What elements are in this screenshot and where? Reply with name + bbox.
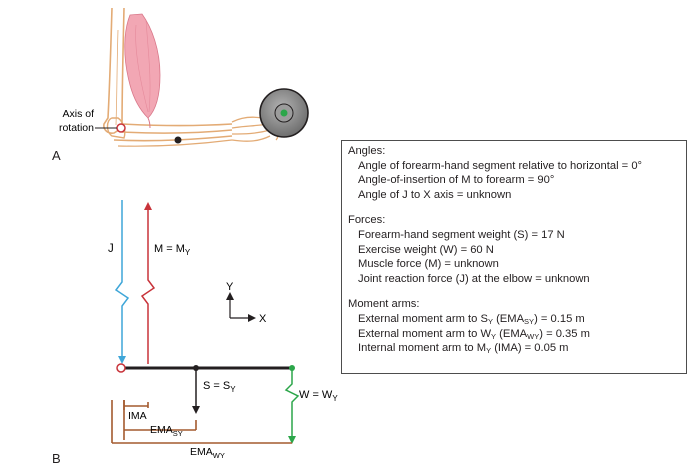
forces-line: Exercise weight (W) = 60 N bbox=[358, 243, 494, 256]
arm-illustration bbox=[95, 7, 309, 147]
ema-sy-label: EMASY bbox=[150, 424, 183, 438]
s-label: S = SY bbox=[203, 380, 236, 394]
moment-arm-brackets bbox=[111, 400, 292, 444]
muscle-force-arrow bbox=[140, 202, 156, 364]
axis-of-rotation-marker bbox=[116, 123, 126, 133]
segment-cg-dot bbox=[193, 365, 199, 371]
x-axis-label: X bbox=[259, 313, 267, 325]
ema-wy-label: EMAWY bbox=[190, 446, 225, 460]
axis-label-line1: Axis of bbox=[62, 108, 94, 120]
j-label: J bbox=[108, 243, 114, 255]
angles-line: Angle of forearm-hand segment relative t… bbox=[358, 159, 643, 172]
joint-circle bbox=[116, 363, 126, 373]
ima-bracket bbox=[123, 400, 149, 410]
moment-arm-line: External moment arm to WY (EMAWY) = 0.35… bbox=[358, 327, 590, 341]
ulna-bone bbox=[113, 135, 233, 142]
axis-label-line2: rotation bbox=[59, 122, 94, 134]
radius-bone bbox=[121, 123, 233, 127]
panel-label-b: B bbox=[52, 451, 61, 466]
moment-arm-line: External moment arm to SY (EMASY) = 0.15… bbox=[358, 312, 585, 326]
forces-line: Forearm-hand segment weight (S) = 17 N bbox=[358, 228, 565, 241]
joint-reaction-arrow bbox=[114, 200, 130, 364]
w-label: W = WY bbox=[299, 389, 338, 403]
center-of-mass-dot bbox=[174, 136, 182, 144]
forces-title: Forces: bbox=[348, 214, 386, 227]
exercise-weight-arrow bbox=[284, 370, 300, 444]
angles-line: Angle of J to X axis = unknown bbox=[358, 188, 512, 201]
ema-wy-bracket bbox=[111, 400, 292, 444]
forces-line: Muscle force (M) = unknown bbox=[358, 258, 499, 271]
m-label: M = MY bbox=[154, 243, 191, 257]
weight-center-dot bbox=[280, 109, 288, 117]
y-axis-label: Y bbox=[226, 281, 234, 293]
biceps-muscle bbox=[124, 13, 161, 119]
weight-point-dot bbox=[289, 365, 295, 371]
ima-label: IMA bbox=[128, 410, 147, 422]
humerus-bone bbox=[103, 7, 125, 134]
angles-title: Angles: bbox=[348, 145, 386, 157]
ema-sy-bracket bbox=[123, 400, 197, 440]
forces-line: Joint reaction force (J) at the elbow = … bbox=[358, 272, 590, 285]
panel-label-a: A bbox=[52, 148, 61, 163]
moment-arms-title: Moment arms: bbox=[348, 298, 420, 311]
moment-arm-line: Internal moment arm to MY (IMA) = 0.05 m bbox=[358, 342, 569, 356]
angles-line: Angle-of-insertion of M to forearm = 90° bbox=[358, 174, 555, 187]
info-box: Angles: Angle of forearm-hand segment re… bbox=[341, 140, 687, 374]
